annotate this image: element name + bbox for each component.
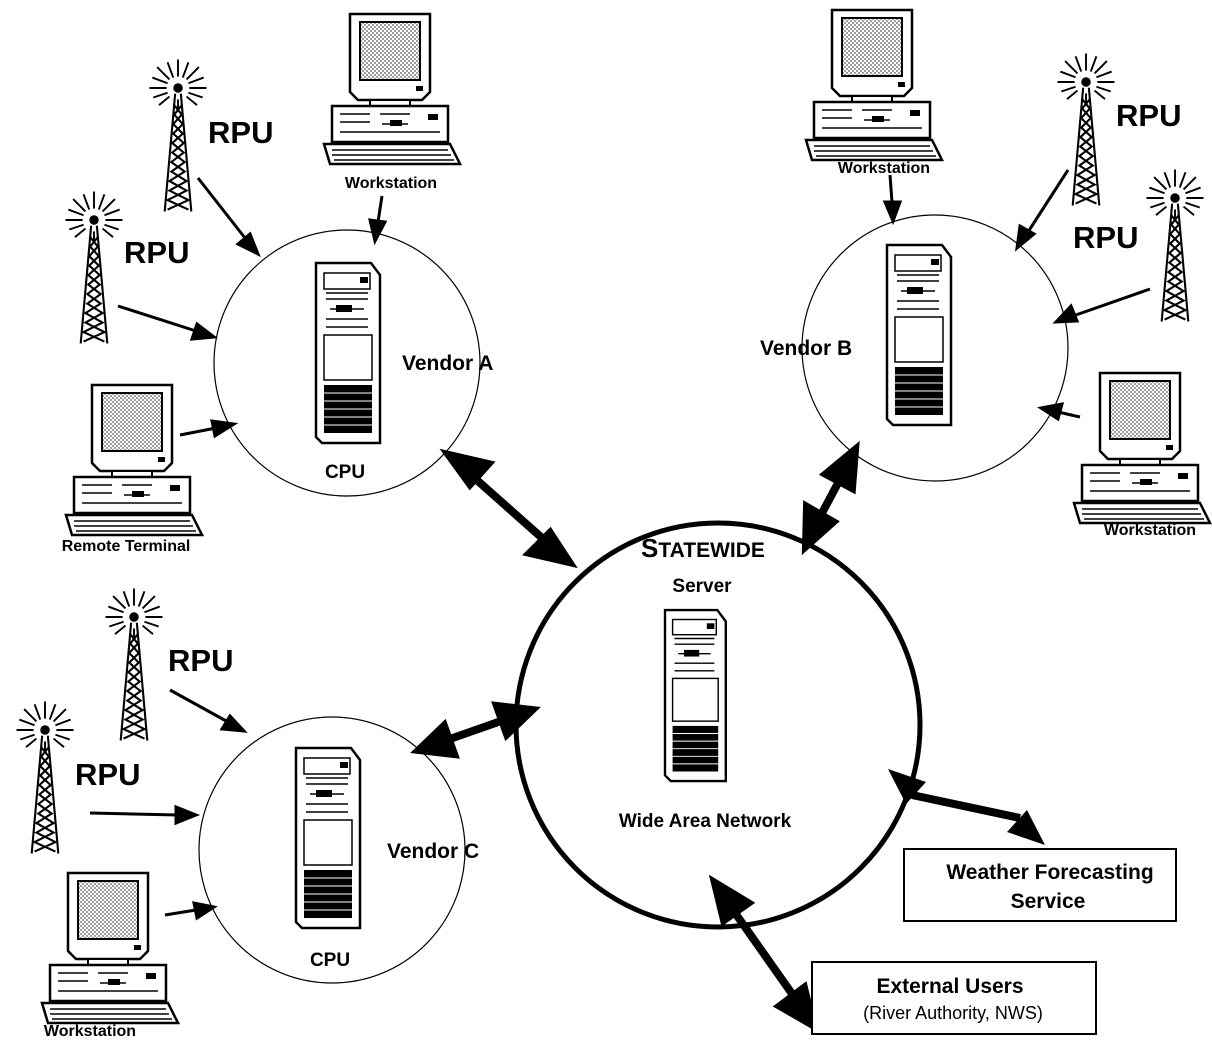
link-arrows [410,440,1045,1034]
rpu-tower-icon [1056,52,1116,207]
workstation-a-label: Workstation [345,175,437,192]
workstation-b-top-icon [804,8,944,162]
rpu-tower-icon [15,700,75,855]
external-users-box [811,961,1097,1035]
vendor-c-label: Vendor C [387,840,479,863]
cpu-a-label: CPU [325,462,365,483]
workstation-a-icon [322,12,462,166]
rpu-label: RPU [168,643,233,678]
rpu-tower-icon [148,58,208,213]
rpu-label: RPU [208,115,273,150]
external-line1: External Users [876,975,1023,998]
workstation-c-label: Workstation [44,1023,136,1040]
weather-line1: Weather Forecasting [946,861,1153,884]
rpu-label: RPU [124,235,189,270]
vendor-a-circle [213,229,481,497]
remote-terminal-label: Remote Terminal [62,538,191,555]
workstation-b-right-label: Workstation [1104,522,1196,539]
external-line2: (River Authority, NWS) [863,1003,1043,1023]
statewide-server-icon [663,608,727,783]
weather-forecasting-box [903,848,1177,922]
server-label: Server [672,576,732,597]
weather-line2: Service [1011,890,1086,913]
vendor-b-circle [801,214,1069,482]
statewide-label: STATEWIDE [641,533,765,563]
vendor-b-label: Vendor B [760,337,852,360]
rpu-tower-icon [64,190,124,345]
remote-terminal-icon [64,383,204,537]
rpu-label: RPU [1116,98,1181,133]
rpu-tower-icon [1145,168,1205,323]
rpu-label: RPU [75,757,140,792]
workstation-b-top-label: Workstation [838,160,930,177]
vendor-a-label: Vendor A [402,352,493,375]
workstation-c-icon [40,871,180,1025]
rpu-tower-icon [104,587,164,742]
rpu-label: RPU [1073,220,1138,255]
vendor-a-server-icon [314,261,382,445]
vendor-b-server-icon [885,243,953,427]
vendor-c-server-icon [294,746,362,930]
vendor-c-circle [198,716,466,984]
workstation-b-right-icon [1072,371,1212,525]
wan-label: Wide Area Network [619,811,792,832]
cpu-c-label: CPU [310,950,350,971]
